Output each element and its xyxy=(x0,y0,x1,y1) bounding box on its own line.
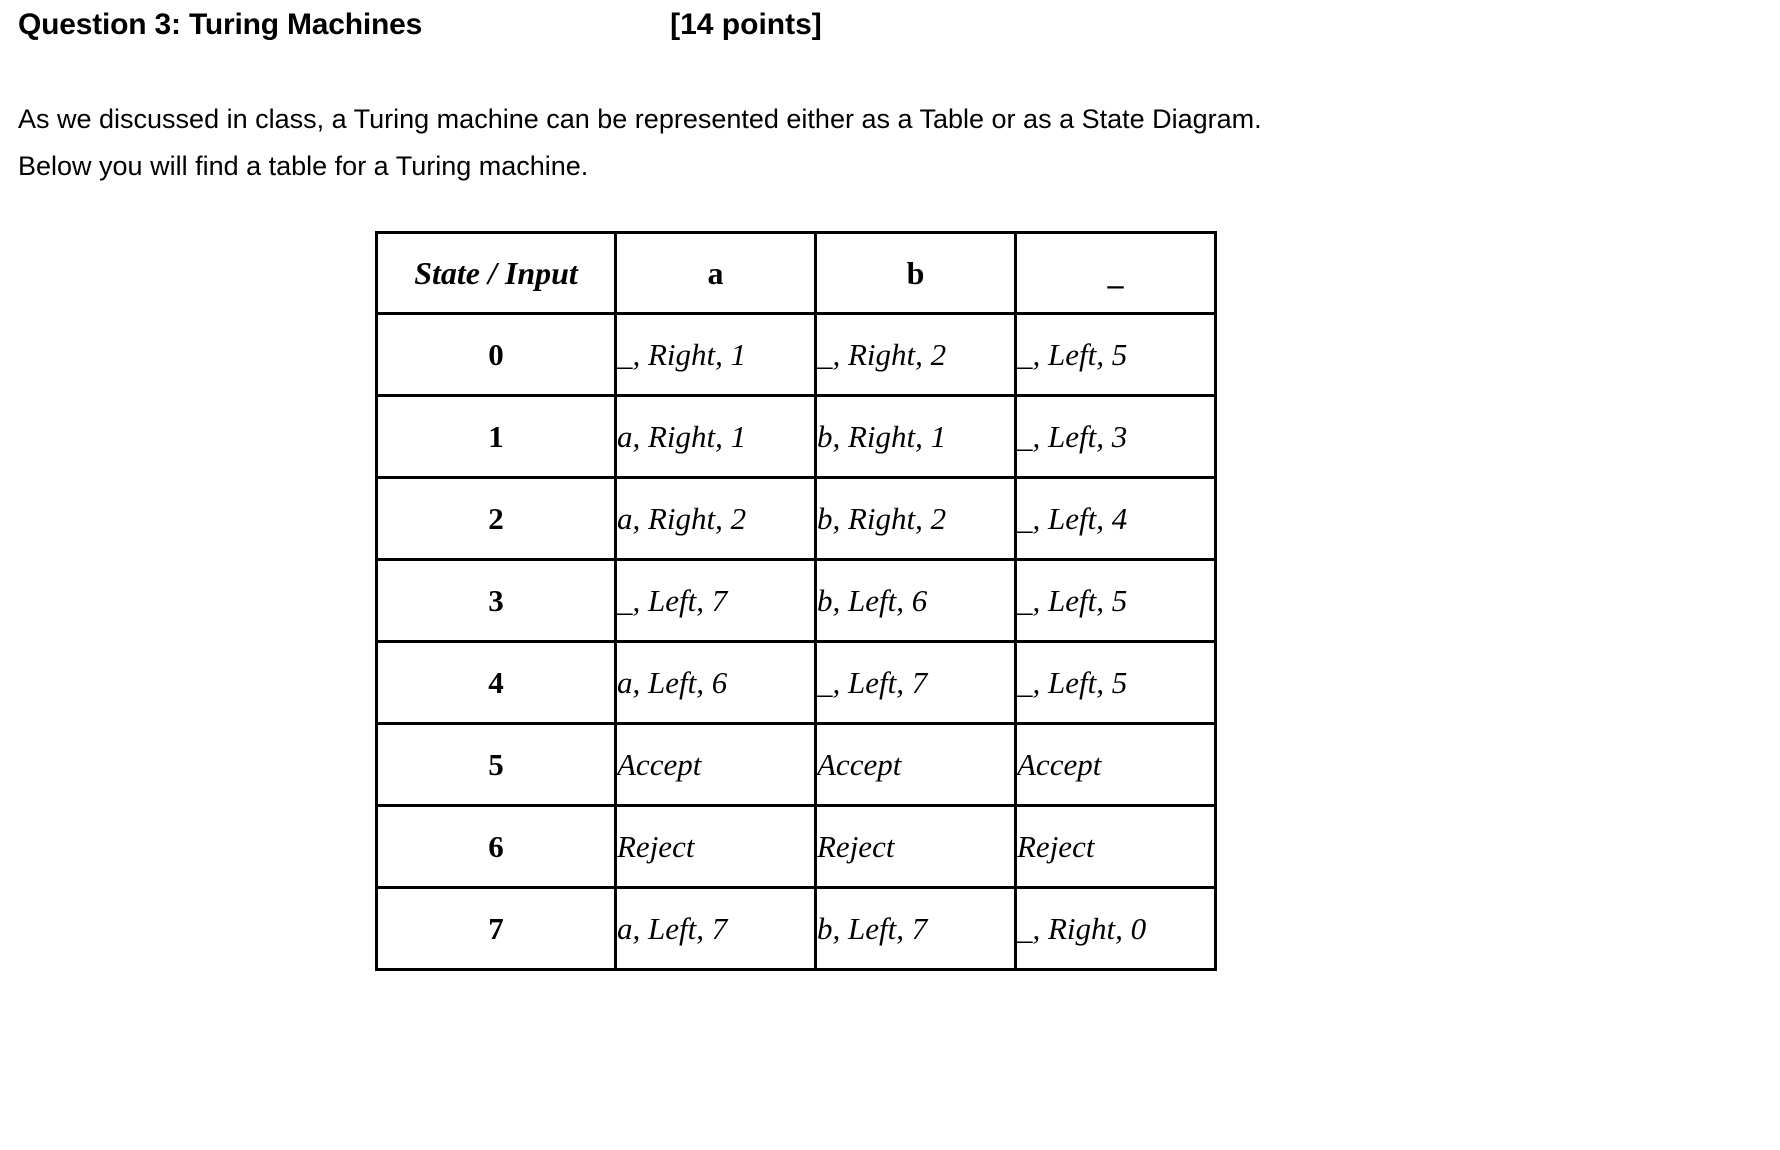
table-body: 0 _, Right, 1 _, Right, 2 _, Left, 5 1 a… xyxy=(375,312,1217,971)
state-label: 7 xyxy=(375,886,617,971)
transition-b: _, Right, 2 xyxy=(814,312,1017,397)
transition-b: Accept xyxy=(814,722,1017,807)
column-header-a: a xyxy=(614,231,817,315)
table-row: 4 a, Left, 6 _, Left, 7 _, Left, 5 xyxy=(375,640,1217,725)
transition-a: _, Left, 7 xyxy=(614,558,817,643)
state-label: 6 xyxy=(375,804,617,889)
transition-b: b, Left, 6 xyxy=(814,558,1017,643)
transition-blank: _, Left, 5 xyxy=(1014,312,1217,397)
state-label: 4 xyxy=(375,640,617,725)
transition-a: a, Right, 2 xyxy=(614,476,817,561)
question-body-text: As we discussed in class, a Turing machi… xyxy=(18,96,1758,190)
table-row: 1 a, Right, 1 b, Right, 1 _, Left, 3 xyxy=(375,394,1217,479)
transition-a: a, Left, 6 xyxy=(614,640,817,725)
state-label: 5 xyxy=(375,722,617,807)
table-row: 2 a, Right, 2 b, Right, 2 _, Left, 4 xyxy=(375,476,1217,561)
table-header: State / Input a b _ xyxy=(375,231,1217,315)
page-title: Question 3: Turing Machines xyxy=(18,8,423,41)
table-row: 6 Reject Reject Reject xyxy=(375,804,1217,889)
transition-blank: _, Right, 0 xyxy=(1014,886,1217,971)
transition-b: b, Left, 7 xyxy=(814,886,1017,971)
transition-a: Accept xyxy=(614,722,817,807)
points-badge: [14 points] xyxy=(670,8,822,41)
state-label: 0 xyxy=(375,312,617,397)
column-header-b: b xyxy=(814,231,1017,315)
transition-b: b, Right, 2 xyxy=(814,476,1017,561)
state-label: 3 xyxy=(375,558,617,643)
body-line-1: As we discussed in class, a Turing machi… xyxy=(18,104,1262,134)
transition-b: _, Left, 7 xyxy=(814,640,1017,725)
transition-a: Reject xyxy=(614,804,817,889)
transition-blank: _, Left, 3 xyxy=(1014,394,1217,479)
question-heading: Question 3: Turing Machines [14 points] xyxy=(18,8,1518,42)
transition-b: b, Right, 1 xyxy=(814,394,1017,479)
transition-a: a, Left, 7 xyxy=(614,886,817,971)
turing-machine-table-container: State / Input a b _ 0 _, Right, 1 _, Rig… xyxy=(375,231,1217,971)
column-header-blank: _ xyxy=(1014,231,1217,315)
table-row: 0 _, Right, 1 _, Right, 2 _, Left, 5 xyxy=(375,312,1217,397)
transition-blank: Reject xyxy=(1014,804,1217,889)
transition-b: Reject xyxy=(814,804,1017,889)
transition-blank: _, Left, 5 xyxy=(1014,640,1217,725)
table-row: 3 _, Left, 7 b, Left, 6 _, Left, 5 xyxy=(375,558,1217,643)
turing-machine-table: State / Input a b _ 0 _, Right, 1 _, Rig… xyxy=(375,231,1217,971)
transition-a: a, Right, 1 xyxy=(614,394,817,479)
table-row: 5 Accept Accept Accept xyxy=(375,722,1217,807)
column-header-state-input: State / Input xyxy=(375,231,617,315)
table-row: 7 a, Left, 7 b, Left, 7 _, Right, 0 xyxy=(375,886,1217,971)
state-label: 1 xyxy=(375,394,617,479)
table-header-row: State / Input a b _ xyxy=(375,231,1217,315)
body-line-2: Below you will find a table for a Turing… xyxy=(18,151,589,181)
state-label: 2 xyxy=(375,476,617,561)
transition-a: _, Right, 1 xyxy=(614,312,817,397)
transition-blank: _, Left, 4 xyxy=(1014,476,1217,561)
transition-blank: _, Left, 5 xyxy=(1014,558,1217,643)
transition-blank: Accept xyxy=(1014,722,1217,807)
